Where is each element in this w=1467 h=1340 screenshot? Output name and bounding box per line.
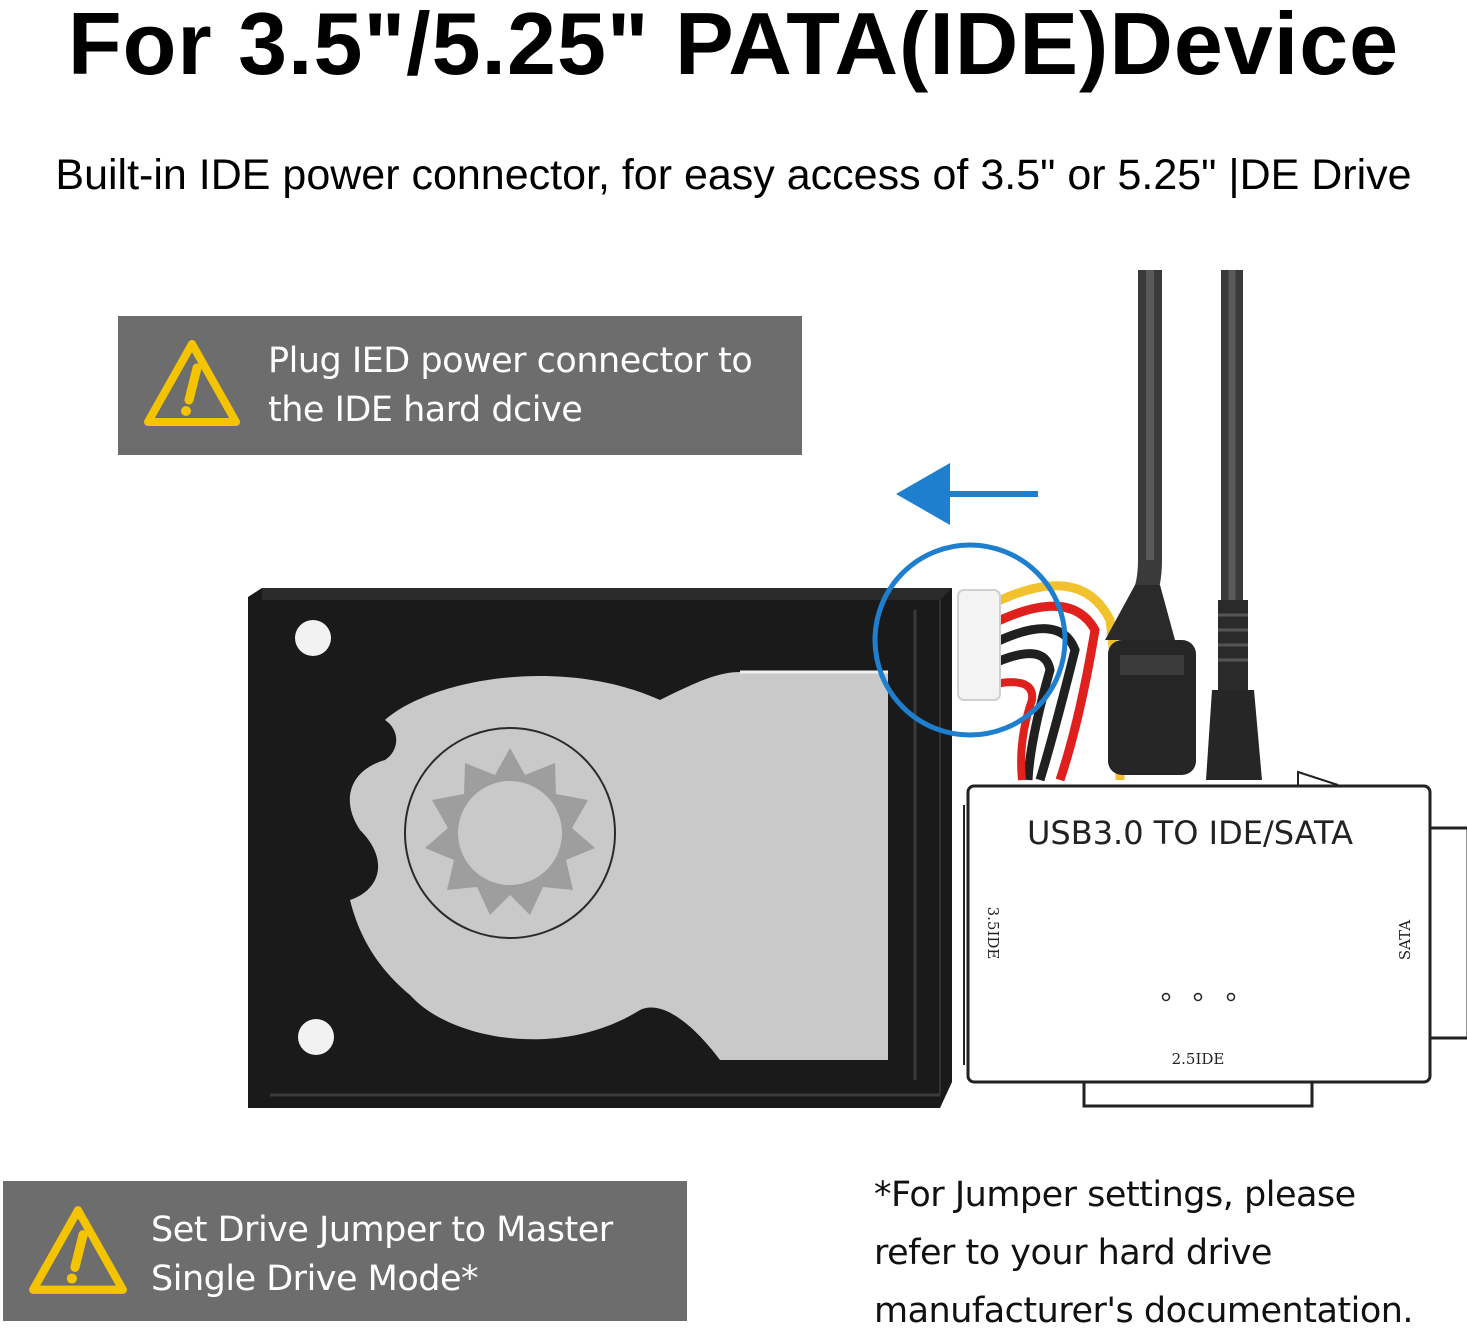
adapter-title: USB3.0 TO IDE/SATA xyxy=(1027,814,1353,852)
usb-cable xyxy=(1131,270,1162,606)
note-line-1: *For Jumper settings, please xyxy=(874,1175,1356,1215)
power-callout-line-1: Plug IED power connector to xyxy=(268,341,753,381)
molex-connector xyxy=(957,589,1001,701)
power-connector-callout: Plug IED power connector to the IDE hard… xyxy=(118,316,802,455)
adapter-port-bottom-label: 2.5IDE xyxy=(1172,1050,1225,1068)
drive-top-cover xyxy=(349,672,888,1060)
adapter-port-right-label: SATA xyxy=(1396,920,1414,960)
dc-power-plug xyxy=(1206,600,1262,780)
power-connector-callout-text: Plug IED power connector to the IDE hard… xyxy=(268,337,753,435)
adapter-2-5ide-port xyxy=(1082,1080,1314,1108)
usb-plug xyxy=(1105,585,1196,775)
jumper-callout-text: Set Drive Jumper to Master Single Drive … xyxy=(151,1206,613,1304)
adapter-status-leds xyxy=(1161,992,1236,1002)
highlight-circle-icon xyxy=(872,542,1068,738)
page-title: For 3.5"/5.25" PATA(IDE)Device xyxy=(67,0,1400,93)
left-arrow-icon xyxy=(896,463,1038,525)
page-subtitle: Built-in IDE power connector, for easy a… xyxy=(55,151,1412,199)
jumper-settings-note: *For Jumper settings, please refer to yo… xyxy=(874,1166,1414,1340)
jumper-callout: Set Drive Jumper to Master Single Drive … xyxy=(3,1181,687,1321)
power-callout-line-2: the IDE hard dcive xyxy=(268,390,583,430)
usb-ide-sata-adapter xyxy=(966,784,1432,1084)
adapter-port-left-label: 3.5IDE xyxy=(984,907,1002,960)
warning-triangle-icon xyxy=(144,340,240,426)
note-line-2: refer to your hard drive xyxy=(874,1233,1272,1273)
note-line-3: manufacturer's documentation. xyxy=(874,1291,1414,1331)
jumper-callout-line-1: Set Drive Jumper to Master xyxy=(151,1210,613,1250)
adapter-sata-port xyxy=(1426,826,1467,1040)
hard-drive xyxy=(248,588,952,1108)
warning-triangle-icon xyxy=(29,1206,127,1294)
jumper-callout-line-2: Single Drive Mode* xyxy=(151,1259,479,1299)
